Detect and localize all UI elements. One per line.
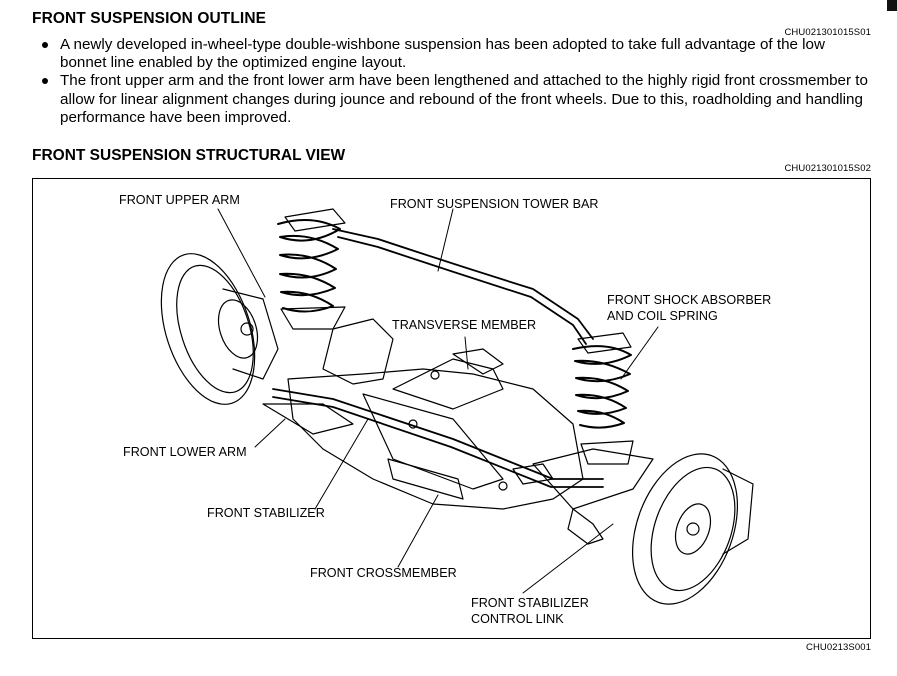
- label-front-suspension-tower-bar: FRONT SUSPENSION TOWER BAR: [390, 197, 599, 211]
- left-coil-spring: [277, 208, 346, 330]
- label-front-stabilizer-control-link-line1: FRONT STABILIZER: [471, 596, 589, 610]
- outline-code: CHU021301015S01: [784, 27, 871, 38]
- label-front-stabilizer-control-link-line2: CONTROL LINK: [471, 612, 564, 626]
- outline-title: FRONT SUSPENSION OUTLINE: [32, 10, 267, 27]
- figure-code: CHU0213S001: [805, 642, 871, 653]
- leader-lines: [217, 208, 659, 594]
- tower-bar: [332, 228, 594, 345]
- lower-arms: [262, 403, 654, 545]
- label-front-shock-absorber-line1: FRONT SHOCK ABSORBER: [607, 293, 772, 307]
- label-front-crossmember: FRONT CROSSMEMBER: [310, 566, 457, 580]
- left-brake-disc: [160, 253, 279, 405]
- label-front-lower-arm: FRONT LOWER ARM: [123, 445, 247, 459]
- page-edge-marker: [887, 0, 897, 11]
- label-front-stabilizer: FRONT STABILIZER: [207, 506, 325, 520]
- suspension-illustration: [160, 208, 754, 605]
- outline-bullet-1: A newly developed in-wheel-type double-w…: [32, 36, 872, 72]
- suspension-figure-frame: FRONT UPPER ARM FRONT SUSPENSION TOWER B…: [32, 178, 871, 639]
- label-front-upper-arm: FRONT UPPER ARM: [119, 193, 240, 207]
- outline-bullet-list: A newly developed in-wheel-type double-w…: [32, 36, 872, 127]
- structural-view-code: CHU021301015S02: [784, 163, 871, 174]
- right-brake-disc: [631, 453, 754, 605]
- label-front-shock-absorber-line2: AND COIL SPRING: [607, 309, 718, 323]
- structural-view-title: FRONT SUSPENSION STRUCTURAL VIEW: [32, 147, 346, 164]
- right-coil-spring: [572, 332, 634, 465]
- outline-bullet-2: The front upper arm and the front lower …: [32, 72, 872, 127]
- label-transverse-member: TRANSVERSE MEMBER: [392, 318, 537, 332]
